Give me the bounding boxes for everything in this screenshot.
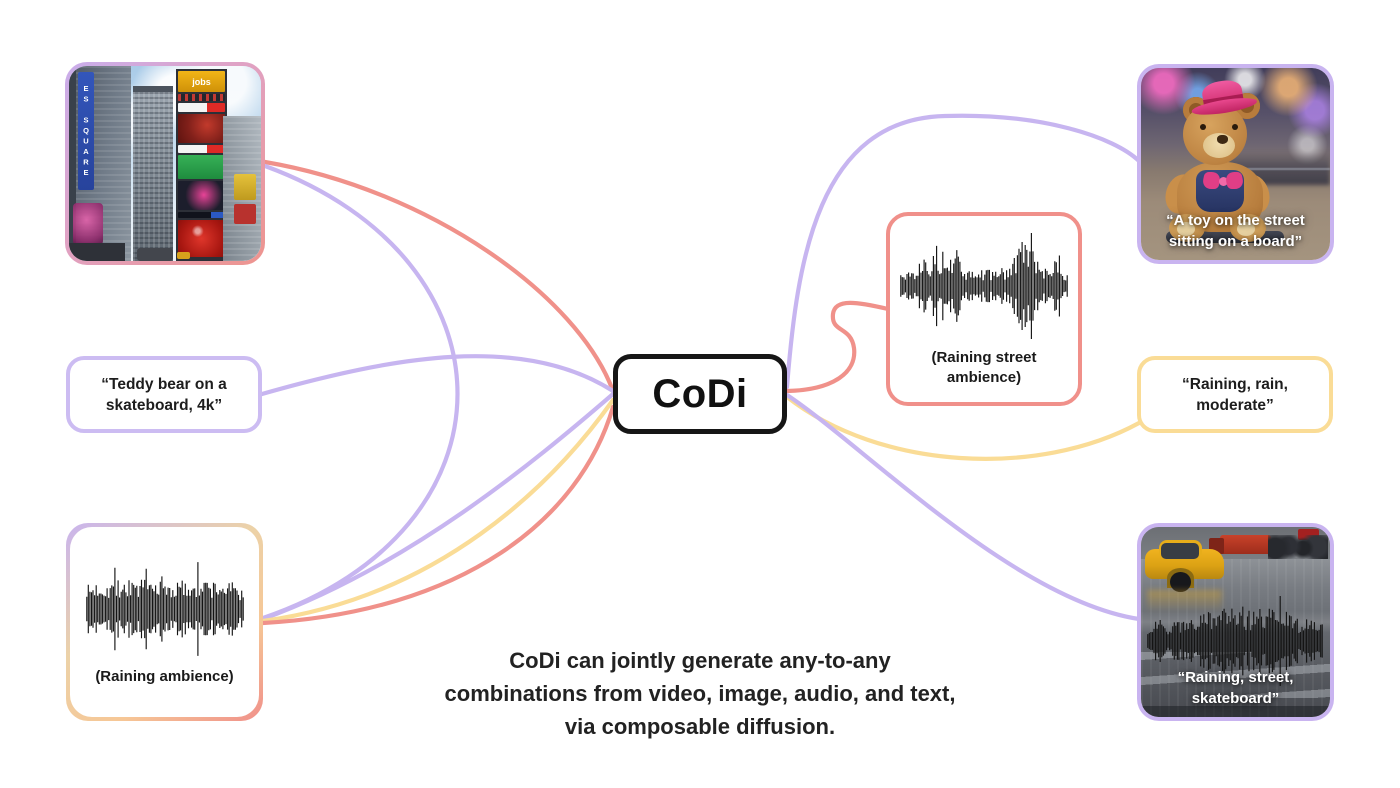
connector-audio-input-salmon — [260, 404, 616, 626]
audio-input-label: (Raining ambience) — [95, 668, 234, 685]
caption-line3: via composable diffusion. — [564, 714, 836, 739]
text-input-line1: “Teddy bear on a — [101, 375, 227, 393]
times-square-photo: ES SQUARE jobs — [69, 66, 261, 261]
building — [133, 92, 173, 261]
image-input-times-square: ES SQUARE jobs — [65, 62, 265, 265]
text-output-box: “Raining, rain, moderate” — [1137, 356, 1333, 433]
crosswalk-stripes — [1141, 652, 1330, 698]
jobs-billboard: jobs — [178, 71, 225, 93]
times-square-vertical-sign: ES SQUARE — [78, 72, 94, 190]
image-output-caption: “A toy on the street sitting on a board” — [1166, 212, 1305, 250]
connector-audio-input-purple — [260, 391, 616, 622]
waveform-raining-ambience — [85, 562, 244, 656]
waveform-raining-street-ambience — [900, 233, 1068, 339]
image-output-teddy-bear: “A toy on the street sitting on a board” — [1137, 64, 1334, 264]
codi-label: CoDi — [652, 371, 748, 416]
billboard — [73, 203, 103, 245]
connector-image-output-purple — [784, 113, 1142, 390]
teddy-bear-photo: “A toy on the street sitting on a board” — [1141, 68, 1330, 260]
audio-input-box: (Raining ambience) — [66, 523, 263, 721]
text-output-line2: moderate” — [1196, 396, 1274, 414]
text-output-line1: “Raining, rain, — [1182, 375, 1288, 393]
text-input-box: “Teddy bear on a skateboard, 4k” — [66, 356, 262, 433]
connector-text-output-yellow — [784, 394, 1142, 461]
waveform-video-overlay — [1146, 596, 1323, 687]
caption-line2: combinations from video, image, audio, a… — [444, 681, 956, 706]
video-output-caption: “Raining, street, skateboard” — [1177, 669, 1294, 707]
connector-text-input-purple — [259, 354, 616, 397]
caption-line1: CoDi can jointly generate any-to-any — [509, 648, 891, 673]
audio-output-label: (Raining street ambience) — [931, 349, 1037, 386]
billboard-tower: jobs — [176, 69, 227, 261]
motorbikes — [1267, 534, 1329, 560]
taxi — [177, 252, 190, 259]
teddy-bear-bow — [1203, 172, 1243, 190]
connector-audio-output-salmon — [784, 300, 891, 394]
text-input-line2: skateboard, 4k” — [105, 396, 223, 414]
orange-truck — [1220, 534, 1272, 554]
connector-audio-input-yellow — [260, 397, 616, 624]
connector-image-input-salmon — [262, 159, 616, 394]
connector-video-output-purple — [784, 392, 1142, 622]
rainy-street-video-frame: “Raining, street, skateboard” — [1141, 527, 1330, 717]
audio-output-box: (Raining street ambience) — [886, 212, 1082, 406]
codi-box: CoDi — [613, 354, 787, 434]
video-output-box: “Raining, street, skateboard” — [1137, 523, 1334, 721]
connector-image-to-audio-purple — [260, 163, 460, 621]
figure-caption: CoDi can jointly generate any-to-any com… — [320, 644, 1080, 743]
yellow-taxi — [1144, 540, 1225, 592]
